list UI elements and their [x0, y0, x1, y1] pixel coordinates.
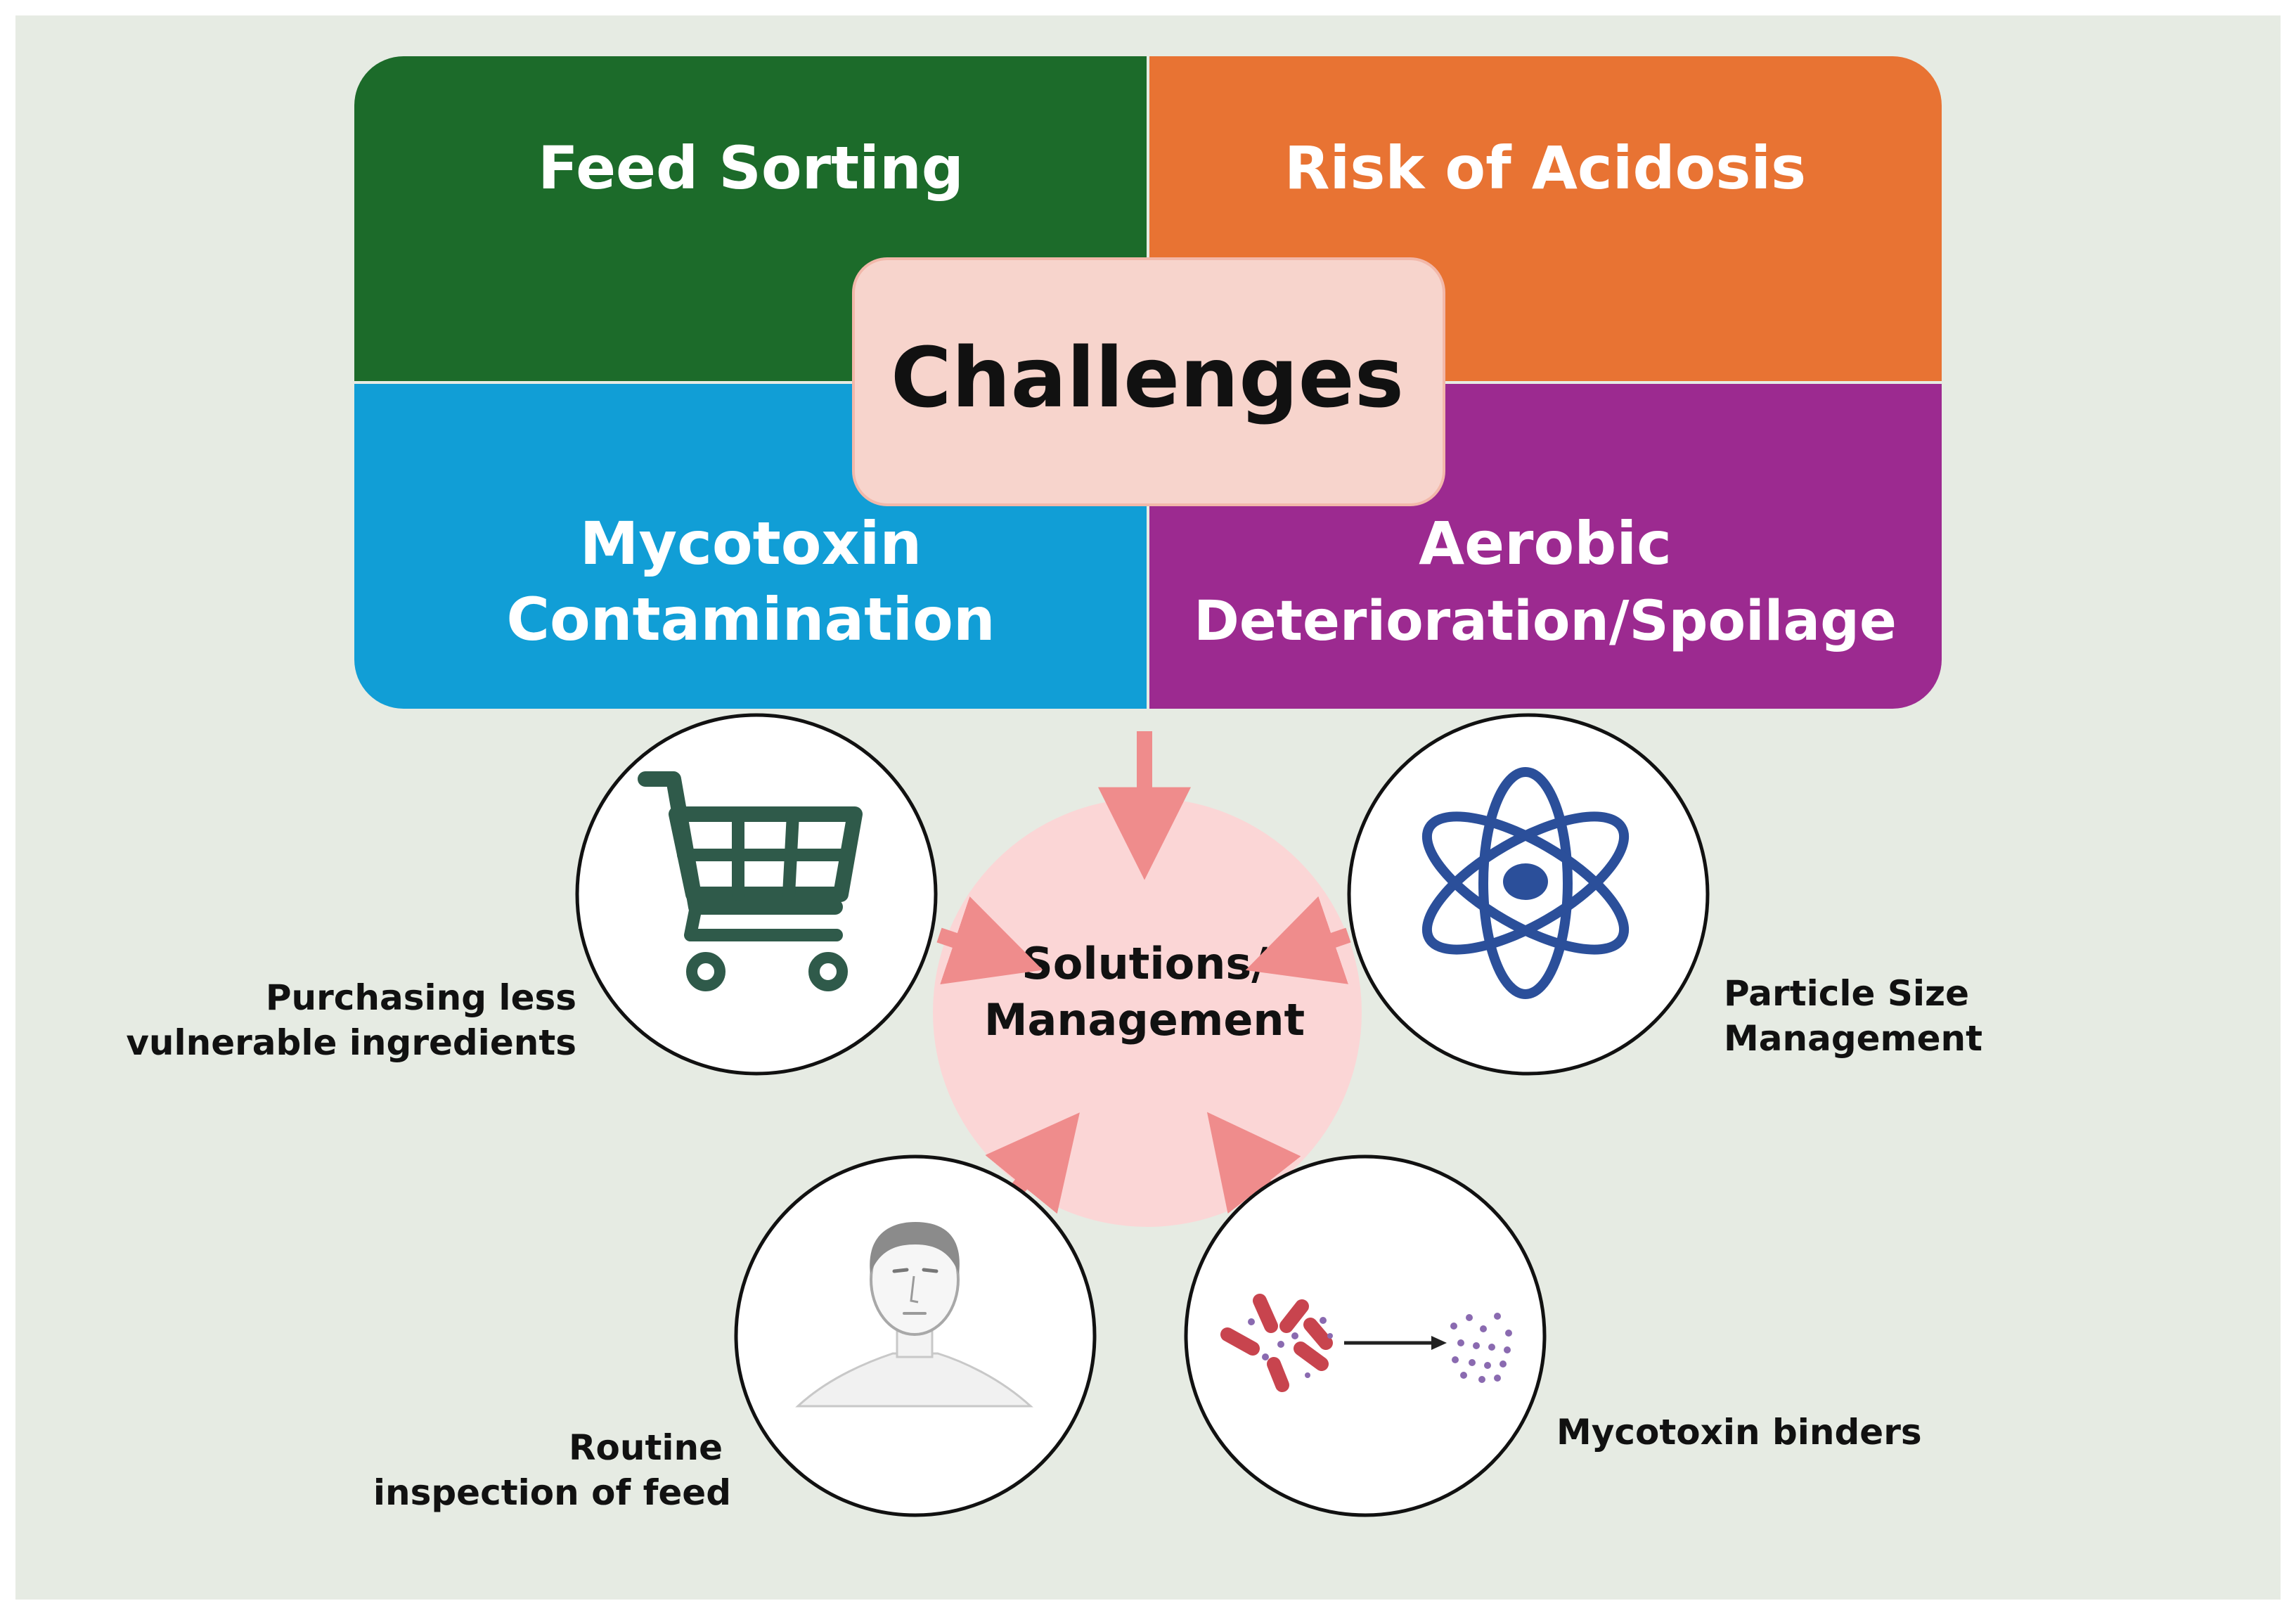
arrow-cart-to-hub [936, 896, 1043, 985]
svg-text:Challenges: Challenges [891, 329, 1404, 426]
solution-circle-binders [1184, 1154, 1547, 1517]
quadrant-title-mycotoxin-line1: Mycotoxin [580, 509, 922, 578]
svg-text:Purchasing less: Purchasing less [266, 977, 576, 1018]
caption-particle-line1: Particle Size [1724, 973, 1969, 1014]
quadrant-title-aerobic-line1: Aerobic [1419, 509, 1672, 578]
challenges-title: Challenges [891, 329, 1404, 426]
challenges-center-box [852, 257, 1445, 506]
svg-text:Deterioration/Spoilage: Deterioration/Spoilage [1194, 590, 1897, 653]
svg-text:vulnerable ingredients: vulnerable ingredients [126, 1022, 576, 1063]
arrow-inspection-to-hub [985, 1112, 1080, 1214]
svg-text:Routine: Routine [569, 1427, 723, 1468]
svg-text:Feed Sorting: Feed Sorting [538, 134, 964, 202]
svg-text:Management: Management [984, 994, 1305, 1045]
arrows-group [936, 731, 1351, 1214]
svg-text:Mycotoxin binders: Mycotoxin binders [1556, 1412, 1922, 1453]
svg-text:Risk of Acidosis: Risk of Acidosis [1284, 134, 1806, 202]
svg-text:Solutions/: Solutions/ [1021, 938, 1268, 989]
caption-inspection-line2: inspection of feed [373, 1472, 731, 1513]
caption-particle-line2: Management [1724, 1018, 1982, 1059]
quadrant-title-aerobic-line2: Deterioration/Spoilage [1194, 590, 1897, 653]
quadrant-title-risk-of-acidosis: Risk of Acidosis [1284, 134, 1806, 202]
caption-purchasing-line2: vulnerable ingredients [126, 1022, 576, 1063]
svg-text:Management: Management [1724, 1018, 1982, 1059]
solutions-hub-line2: Management [984, 994, 1305, 1045]
svg-text:Mycotoxin: Mycotoxin [580, 509, 922, 578]
caption-binders: Mycotoxin binders [1556, 1412, 1922, 1453]
caption-purchasing-line1: Purchasing less [266, 977, 576, 1018]
svg-text:Particle Size: Particle Size [1724, 973, 1969, 1014]
svg-text:Contamination: Contamination [506, 585, 995, 654]
arrow-atom-to-hub [1245, 896, 1351, 984]
caption-inspection-line1: Routine [569, 1427, 723, 1468]
svg-text:Aerobic: Aerobic [1419, 509, 1672, 578]
solutions-hub-line1: Solutions/ [1021, 938, 1268, 989]
quadrant-title-mycotoxin-line2: Contamination [506, 585, 995, 654]
person-icon [795, 1222, 1033, 1408]
quadrant-title-feed-sorting: Feed Sorting [538, 134, 964, 202]
shopping-cart-icon [638, 771, 863, 991]
mycotoxin-binder-icon [1220, 1294, 1512, 1392]
atom-icon [1421, 767, 1630, 999]
svg-text:inspection of feed: inspection of feed [373, 1472, 731, 1513]
